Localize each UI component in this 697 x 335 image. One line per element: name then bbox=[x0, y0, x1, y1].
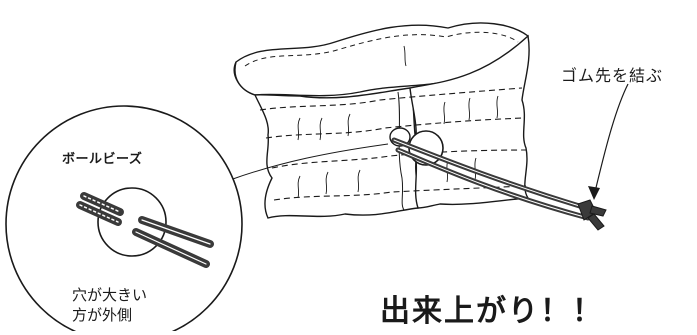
hole-size-label-line2: 方が外側 bbox=[72, 306, 133, 324]
finished-heading: 出来上がり！！ bbox=[380, 294, 604, 329]
elastic-cord bbox=[391, 137, 591, 221]
hole-size-label-line1: 穴が大きい bbox=[72, 286, 148, 304]
tie-end-label: ゴム先を結ぶ bbox=[561, 66, 664, 85]
zoom-detail bbox=[5, 105, 243, 335]
zoom-cord-in bbox=[76, 192, 124, 226]
knot-pointer bbox=[588, 83, 629, 200]
gather-line-1 bbox=[259, 87, 523, 111]
zoom-leader-line bbox=[229, 143, 389, 181]
gather-line-2 bbox=[265, 117, 525, 139]
cord-knot bbox=[577, 199, 607, 231]
rim-stitch bbox=[244, 31, 519, 67]
center-seam bbox=[397, 91, 405, 211]
neck-warmer bbox=[233, 22, 530, 219]
gather-line-3 bbox=[271, 149, 527, 169]
zoom-cord-out bbox=[132, 216, 214, 268]
ball-beads-label: ボールビーズ bbox=[62, 152, 143, 167]
